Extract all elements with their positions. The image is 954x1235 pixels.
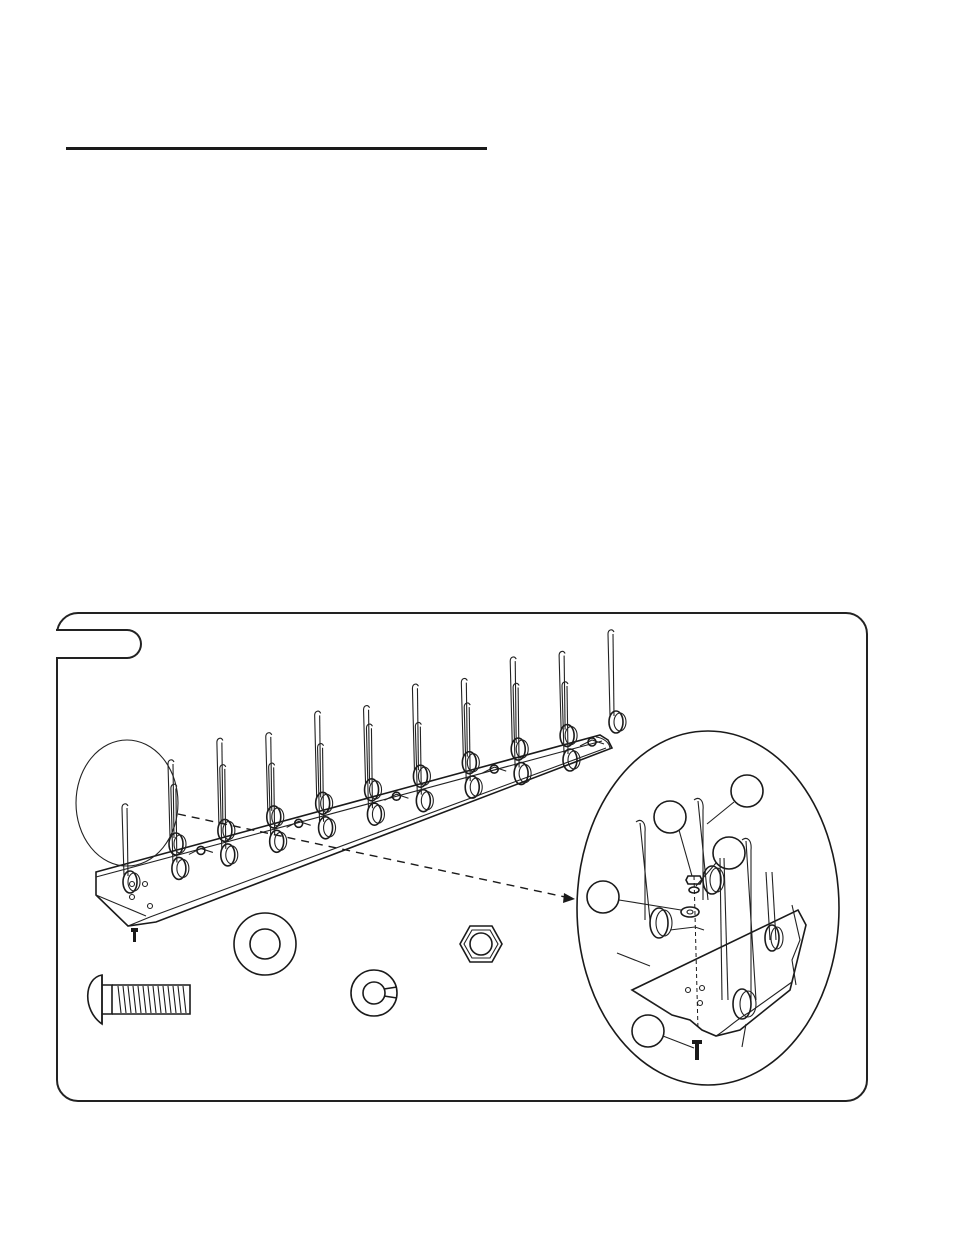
hex-nut-icon — [459, 925, 503, 963]
spring-tine — [268, 710, 334, 854]
bolt-thread-line — [142, 985, 147, 1014]
bolt-thread-line — [137, 985, 142, 1014]
flat-washer-icon — [233, 912, 297, 976]
lock-washer-icon — [350, 969, 398, 1017]
carriage-bolt-icon — [87, 974, 191, 1026]
spring-tine — [512, 650, 578, 786]
bar-bolt-small — [131, 928, 138, 942]
spring-tine — [317, 705, 383, 840]
bolt-thread-line — [117, 985, 122, 1014]
bolt-thread-line — [132, 985, 137, 1014]
figure-number-tab — [56, 629, 142, 659]
figure-panel — [56, 612, 868, 1102]
bolt-thread-line — [172, 985, 177, 1014]
spring-tine — [414, 677, 480, 813]
bolt-thread-line — [167, 985, 172, 1014]
detail-magnified-view — [576, 730, 840, 1086]
spring-tine — [561, 629, 627, 772]
spring-tine — [219, 732, 285, 867]
title-underline-rule — [66, 147, 487, 150]
bolt-thread-line — [122, 985, 127, 1014]
bolt-thread-line — [182, 985, 187, 1014]
spring-tine — [121, 759, 187, 894]
bolt-thread-line — [177, 985, 182, 1014]
bolt-thread-line — [157, 985, 162, 1014]
detail-leader-arrowhead — [563, 893, 575, 903]
detail-leader-dashed — [177, 813, 571, 899]
bolt-thread-line — [152, 985, 157, 1014]
bolt-thread-line — [147, 985, 152, 1014]
bolt-thread-line — [162, 985, 167, 1014]
spring-tines — [121, 629, 627, 894]
bolt-thread-line — [127, 985, 132, 1014]
spring-tine — [365, 683, 431, 827]
tine-bar-channel — [95, 734, 614, 927]
detail-circle-small — [75, 739, 179, 867]
